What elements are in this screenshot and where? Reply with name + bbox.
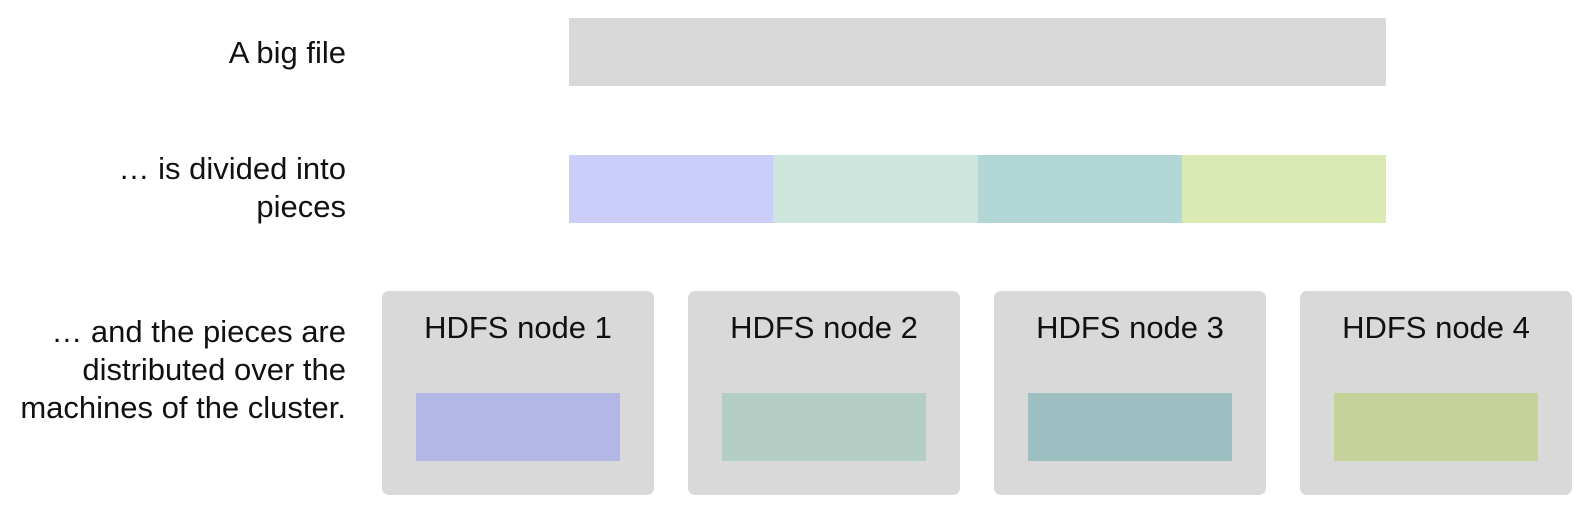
hdfs-node-3: HDFS node 3 bbox=[994, 291, 1266, 495]
hdfs-node-3-piece bbox=[1028, 393, 1232, 461]
hdfs-node-2-piece bbox=[722, 393, 926, 461]
file-piece-3 bbox=[977, 155, 1182, 223]
hdfs-node-1-title: HDFS node 1 bbox=[424, 310, 612, 345]
file-pieces-row bbox=[569, 155, 1386, 223]
hdfs-node-1-piece bbox=[416, 393, 620, 461]
big-file-label: A big file bbox=[228, 35, 346, 70]
hdfs-node-3-title: HDFS node 3 bbox=[1036, 310, 1224, 345]
divided-label: … is divided into pieces bbox=[118, 151, 346, 224]
hdfs-node-4-piece bbox=[1334, 393, 1538, 461]
file-piece-4 bbox=[1181, 155, 1386, 223]
big-file-bar bbox=[569, 18, 1386, 86]
distributed-label: … and the pieces are distributed over th… bbox=[20, 314, 346, 425]
hdfs-node-1: HDFS node 1 bbox=[382, 291, 654, 495]
hdfs-node-4-title: HDFS node 4 bbox=[1342, 310, 1530, 345]
hdfs-node-2-title: HDFS node 2 bbox=[730, 310, 918, 345]
hdfs-node-4: HDFS node 4 bbox=[1300, 291, 1572, 495]
hdfs-node-2: HDFS node 2 bbox=[688, 291, 960, 495]
file-piece-2 bbox=[773, 155, 978, 223]
file-piece-1 bbox=[569, 155, 774, 223]
